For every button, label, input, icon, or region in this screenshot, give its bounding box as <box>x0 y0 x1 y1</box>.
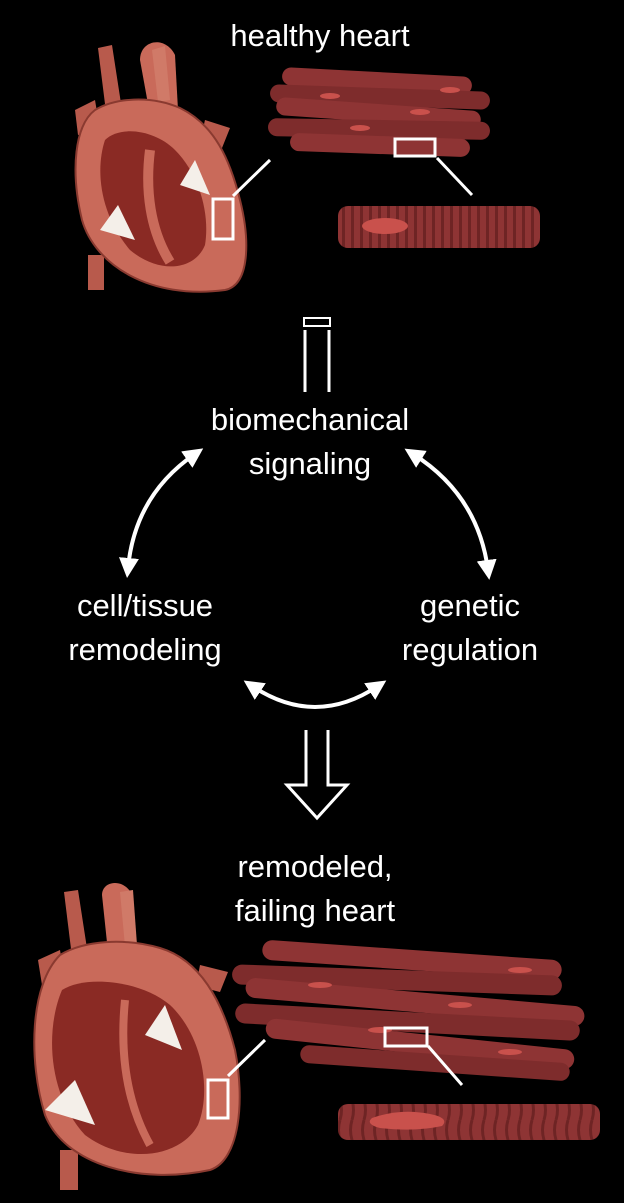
bottom-line-1: remodeled, <box>237 849 393 884</box>
bottom-line-2: failing heart <box>234 893 396 928</box>
center-line-1: biomechanical <box>210 402 410 437</box>
failing-heart-illustration <box>33 882 267 1190</box>
failing-myocyte <box>338 1104 600 1140</box>
arrow-remodeling-regulation <box>243 680 387 709</box>
left-line-1: cell/tissue <box>76 588 214 623</box>
arrow-signaling-regulation <box>404 448 497 580</box>
right-line-1: genetic <box>420 588 520 623</box>
center-line-2: signaling <box>248 446 372 481</box>
biomechanical-signaling-label: biomechanical signaling <box>150 398 470 486</box>
failing-muscle-fibers <box>232 940 585 1086</box>
arrow-signaling-remodeling <box>119 448 204 578</box>
healthy-myocyte <box>338 206 540 248</box>
cell-tissue-remodeling-label: cell/tissue remodeling <box>30 584 260 672</box>
healthy-heart-illustration <box>74 42 272 293</box>
left-line-2: remodeling <box>68 632 222 667</box>
outcome-arrow <box>283 730 351 821</box>
healthy-heart-title: healthy heart <box>230 18 410 53</box>
healthy-muscle-fibers <box>268 67 490 197</box>
stimulus-arrow <box>303 317 331 392</box>
genetic-regulation-label: genetic regulation <box>370 584 570 672</box>
right-line-2: regulation <box>401 632 539 667</box>
failing-heart-title: remodeled, failing heart <box>165 845 465 933</box>
